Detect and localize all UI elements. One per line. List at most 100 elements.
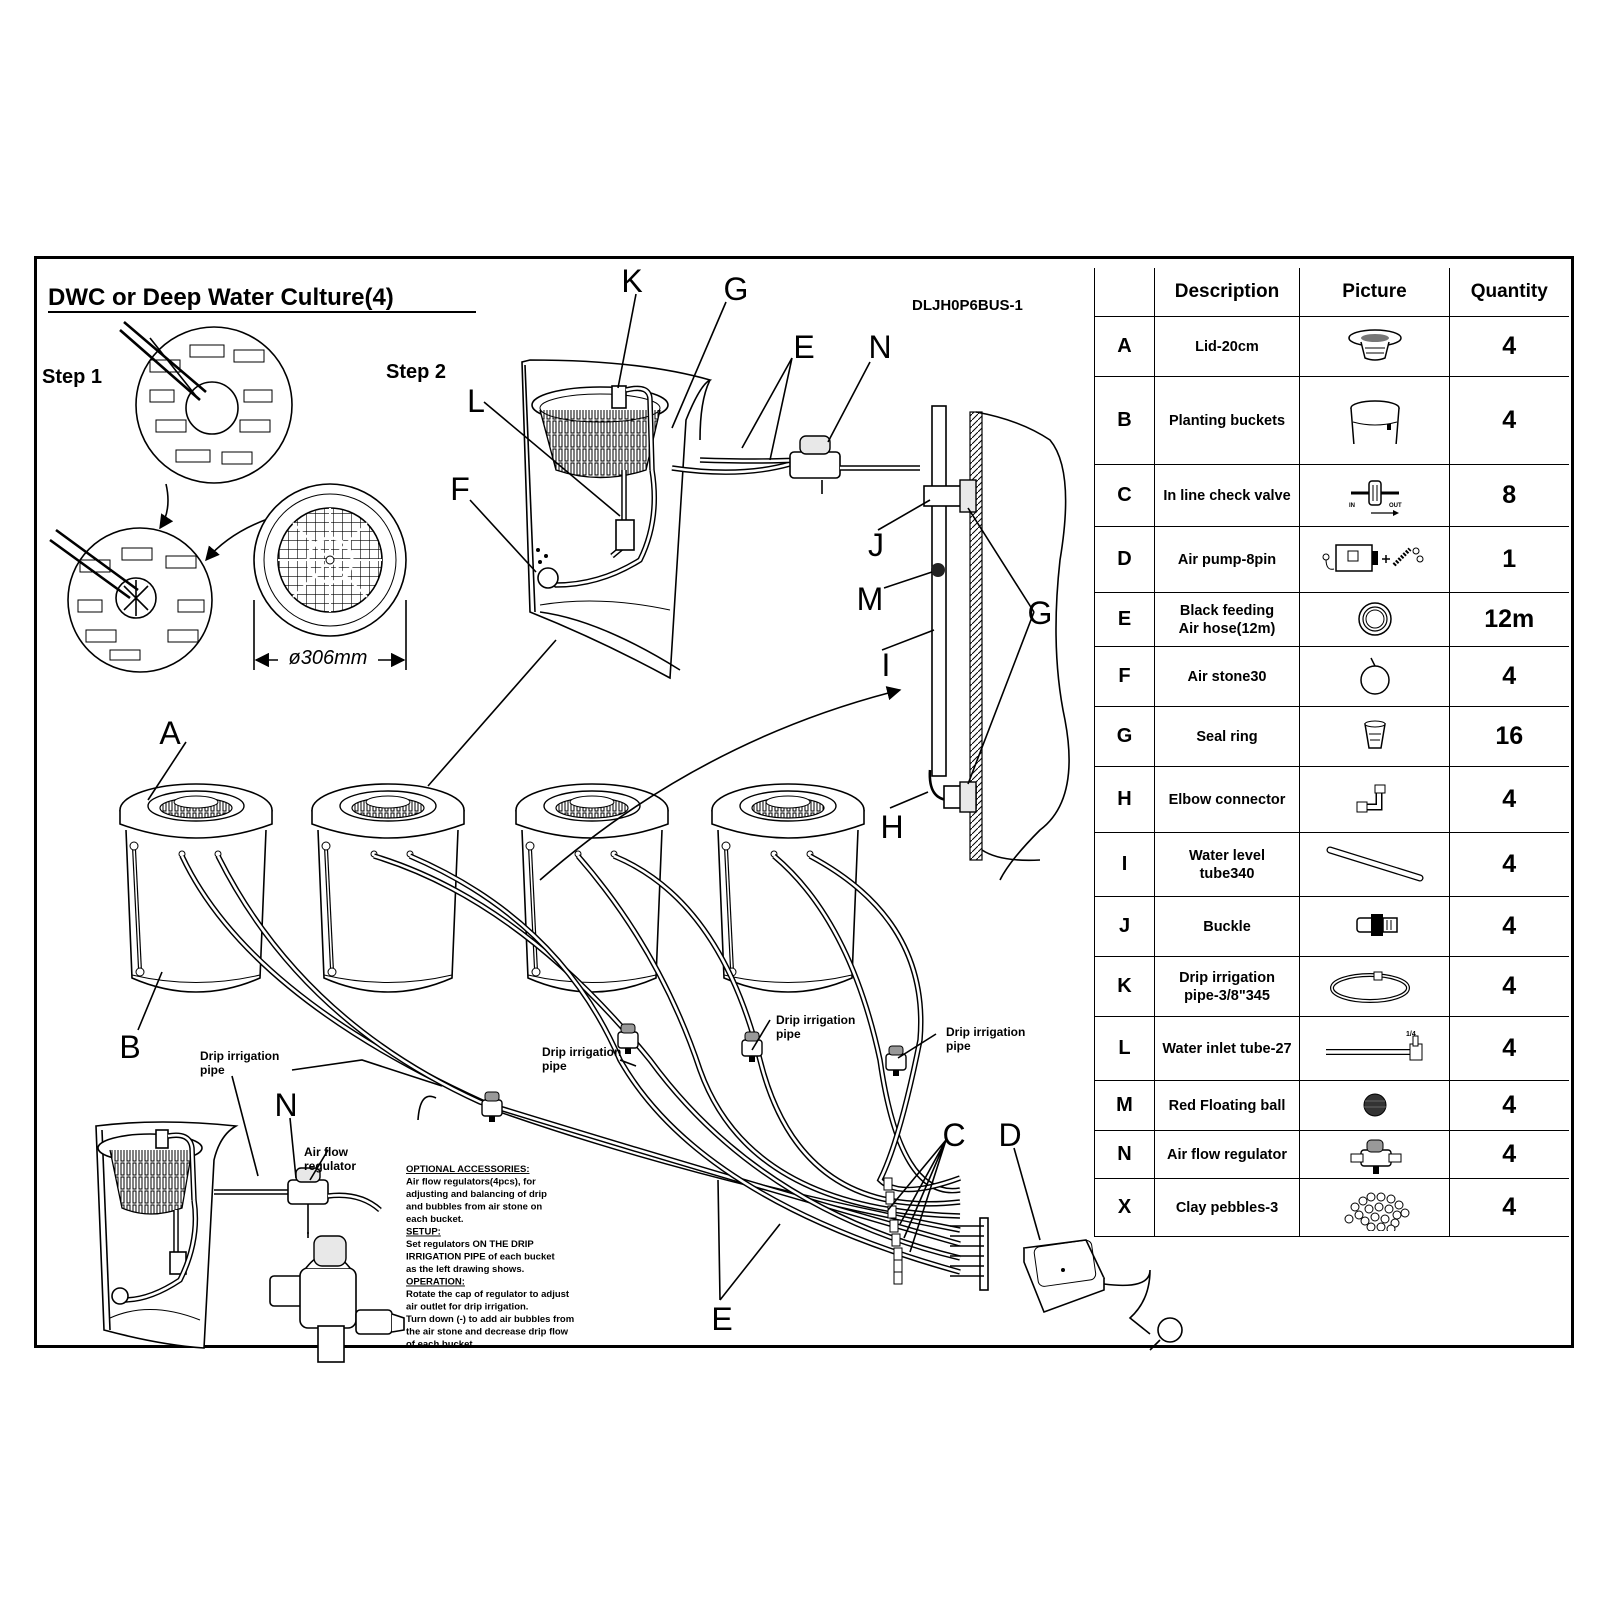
seal-ring-icon xyxy=(1363,720,1386,749)
elbow-connector-icon xyxy=(1356,784,1385,812)
callout-J: J xyxy=(868,527,884,563)
regulator-label-b: regulator xyxy=(304,1159,356,1173)
planting-bucket-2 xyxy=(311,783,465,993)
part-quantity: 4 xyxy=(1449,766,1569,833)
callout-D: D xyxy=(998,1117,1021,1153)
air-pump xyxy=(950,1217,1183,1351)
step1-bottom-detail xyxy=(49,527,213,673)
check-valve-6 xyxy=(893,1247,903,1261)
step1-arrow xyxy=(159,483,174,530)
callout-B: B xyxy=(119,1029,140,1065)
water-inlet-tube-icon: 1/4 xyxy=(1325,1031,1422,1060)
header-quantity: Quantity xyxy=(1449,268,1569,317)
note-line: SETUP: xyxy=(406,1227,441,1238)
callout-F: F xyxy=(450,471,470,507)
water-level-tube-icon xyxy=(1326,846,1423,881)
drip-label-4a: Drip irrigation xyxy=(946,1025,1025,1039)
part-quantity: 4 xyxy=(1449,956,1569,1017)
part-quantity: 4 xyxy=(1449,646,1569,707)
part-picture xyxy=(1299,706,1450,767)
part-description: Red Floating ball xyxy=(1154,1080,1300,1131)
dimension-label: ø306mm xyxy=(289,647,368,669)
note-line: and bubbles from air stone on xyxy=(406,1202,542,1213)
inline-regulator-3 xyxy=(741,1031,763,1062)
drip-label-2a: Drip irrigation xyxy=(542,1045,621,1059)
bucket-icon xyxy=(1349,399,1400,444)
note-line: Turn down (-) to add air bubbles from xyxy=(406,1314,574,1325)
cutaway-bucket-top xyxy=(521,359,920,680)
part-quantity: 12m xyxy=(1449,592,1569,647)
part-code: A xyxy=(1094,316,1155,377)
header-picture: Picture xyxy=(1299,268,1450,317)
part-picture xyxy=(1299,1178,1450,1237)
air-hose-inner-4 xyxy=(409,854,961,1274)
part-picture xyxy=(1299,766,1450,833)
dimension-line: ø306mm xyxy=(253,600,407,670)
part-code: D xyxy=(1094,526,1155,593)
part-quantity: 1 xyxy=(1449,526,1569,593)
part-code: F xyxy=(1094,646,1155,707)
check-valve-1 xyxy=(883,1177,893,1191)
part-description: Water inlet tube-27 xyxy=(1154,1016,1300,1081)
part-quantity: 4 xyxy=(1449,896,1569,957)
callout-A: A xyxy=(159,715,181,751)
callout-K: K xyxy=(621,263,642,299)
part-picture xyxy=(1299,646,1450,707)
part-quantity: 4 xyxy=(1449,1130,1569,1179)
drip-label-1b: pipe xyxy=(200,1063,225,1077)
part-picture: 1/4 xyxy=(1299,1016,1450,1081)
callout-M: M xyxy=(857,581,884,617)
callout-H: H xyxy=(880,809,903,845)
part-description: Drip irrigation pipe-3/8"345 xyxy=(1154,956,1300,1017)
callout-G-top: G xyxy=(724,271,749,307)
note-line: the air stone and decrease drip flow xyxy=(406,1327,569,1338)
drip-label-3a: Drip irrigation xyxy=(776,1013,855,1027)
part-description: Air stone30 xyxy=(1154,646,1300,707)
note-line: of each bucket. xyxy=(406,1339,475,1350)
part-picture xyxy=(1299,1130,1450,1179)
note-line: Set regulators ON THE DRIP xyxy=(406,1239,534,1250)
part-picture xyxy=(1299,1080,1450,1131)
air-hose-inner-3 xyxy=(373,854,961,1260)
check-valve-5 xyxy=(891,1233,901,1247)
part-description: Seal ring xyxy=(1154,706,1300,767)
callout-L: L xyxy=(467,383,485,419)
part-quantity: 4 xyxy=(1449,1178,1569,1237)
regulator-icon xyxy=(1350,1139,1401,1174)
step2-label: Step 2 xyxy=(386,361,446,383)
part-description: In line check valve xyxy=(1154,464,1300,527)
part-code: N xyxy=(1094,1130,1155,1179)
callout-N-top: N xyxy=(868,329,891,365)
note-line: OPTIONAL ACCESSORIES: xyxy=(406,1164,530,1175)
note-line: IRRIGATION PIPE of each bucket xyxy=(406,1252,556,1263)
callout-letters: K G E N L F J M G I H A B N C D E xyxy=(119,263,1052,1337)
step2-lid-top-view xyxy=(253,483,407,637)
air-pump-icon xyxy=(1322,543,1423,572)
part-code: L xyxy=(1094,1016,1155,1081)
air-hose-inner-8 xyxy=(809,854,961,1191)
callout-I: I xyxy=(882,647,891,683)
cutaway-bucket-bottom xyxy=(95,1121,382,1349)
drip-pipe-labels: Drip irrigation pipe Drip irrigation pip… xyxy=(200,1013,1025,1173)
part-code: M xyxy=(1094,1080,1155,1131)
step1-label: Step 1 xyxy=(42,366,102,388)
diagram-frame xyxy=(34,256,1574,1348)
note-line: OPERATION: xyxy=(406,1277,465,1288)
check-valve-7 xyxy=(893,1259,903,1273)
part-description: Planting buckets xyxy=(1154,376,1300,465)
part-code: H xyxy=(1094,766,1155,833)
regulator-label-a: Air flow xyxy=(304,1145,349,1159)
planting-bucket-1 xyxy=(119,783,273,993)
planting-bucket-3 xyxy=(515,783,669,993)
